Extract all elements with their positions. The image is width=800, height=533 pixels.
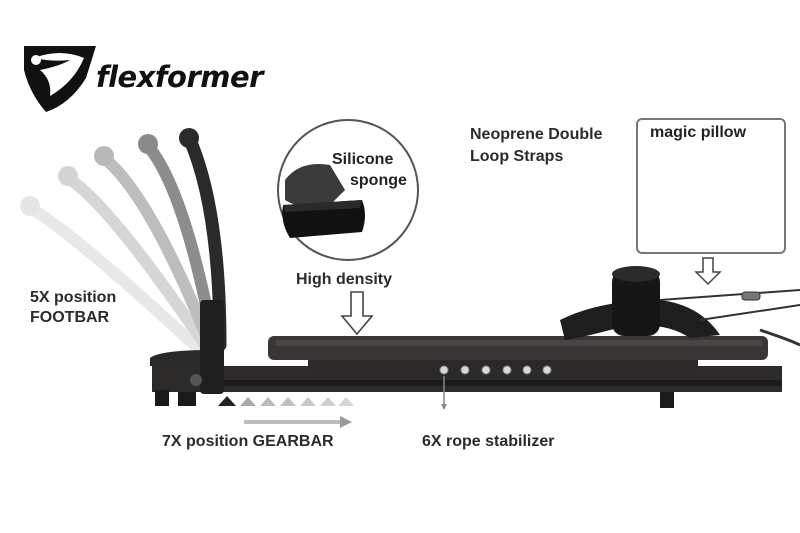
high-density-label: High density xyxy=(296,271,393,288)
carriage xyxy=(268,336,768,370)
silicone-sponge-detail xyxy=(277,119,419,261)
magic-pillow-box xyxy=(636,118,786,254)
ropes xyxy=(659,289,800,347)
reformer-frame xyxy=(150,300,782,408)
gearbar-label: 7X position GEARBAR xyxy=(162,433,334,450)
gearbar-positions xyxy=(218,396,354,428)
shoulder-rest-pillow xyxy=(560,266,720,340)
footbar-label-line2: FOOTBAR xyxy=(30,309,110,326)
footbar-label-line1: 5X position xyxy=(30,289,117,306)
silicone-label-line1: Silicone xyxy=(332,151,394,168)
rope-stabilizer-pegs xyxy=(439,365,552,410)
flexformer-logo-icon xyxy=(24,46,96,112)
brand-name: flexformer xyxy=(96,60,263,94)
high-density-arrow-icon xyxy=(340,291,374,336)
straps-label-line1: Neoprene Double xyxy=(470,126,603,143)
straps-label: Neoprene Double Loop Straps xyxy=(470,124,602,168)
magic-pillow-arrow-icon xyxy=(694,257,722,286)
silicone-label-line2: sponge xyxy=(350,172,407,189)
straps-label-line2: Loop Straps xyxy=(470,148,564,165)
magic-pillow-label: magic pillow xyxy=(650,124,747,141)
rope-stabilizer-label: 6X rope stabilizer xyxy=(422,433,555,450)
